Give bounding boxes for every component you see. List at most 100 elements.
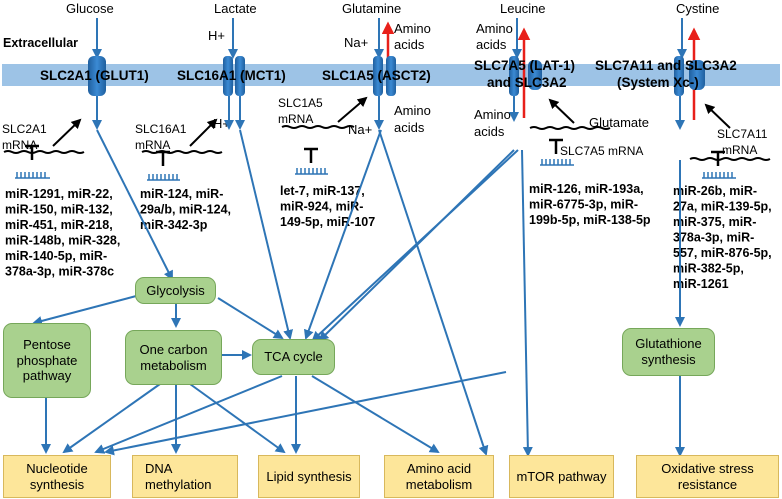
glutathione-label: Glutathione synthesis: [635, 336, 702, 367]
lat1-inhibition-symbol: [549, 138, 563, 154]
slc1a5-translation-arrow: [337, 96, 368, 123]
mtor-output: mTOR pathway: [509, 455, 614, 498]
xc-label-2: (System Xc-): [617, 75, 699, 90]
glut1-mirna-line: miR-1291, miR-22,: [5, 187, 113, 201]
amino-acid-output: Amino acid metabolism: [384, 455, 494, 498]
mtor-label: mTOR pathway: [516, 468, 607, 484]
xc-label-1: SLC7A11 and SLC3A2: [595, 58, 737, 73]
xc-mirna-line: miR-26b, miR-: [673, 184, 757, 198]
leucine-to-nucleotide-arrow: [104, 371, 507, 456]
glut1-transporter: [88, 56, 106, 96]
dna-output: DNA methylation: [132, 455, 238, 498]
lat1-mirna-line: miR-6775-3p, miR-: [529, 198, 638, 212]
mct1-transporter: [223, 56, 245, 96]
slc16a1-mrna-label-2: mRNA: [135, 138, 170, 152]
lipid-output: Lipid synthesis: [258, 455, 360, 498]
slc1a5-mrna-label-1: SLC1A5: [278, 96, 323, 110]
asct2-mirna-list: let-7, miR-137, miR-924, miR-149-5p, miR-…: [280, 184, 375, 229]
glucose-label: Glucose: [66, 1, 114, 16]
slc16a1-translation-arrow: [189, 118, 218, 147]
glut1-label: SLC2A1 (GLUT1): [40, 68, 149, 83]
mct1-label: SLC16A1 (MCT1): [177, 68, 286, 83]
asct2-mirna-line: miR-924, miR-: [280, 200, 363, 214]
lactate-label: Lactate: [214, 1, 257, 16]
slc7a5-translation-arrow: [548, 98, 575, 124]
leucine-label: Leucine: [500, 1, 546, 16]
slc2a1-mrna-label-2: mRNA: [2, 138, 37, 152]
h-plus-in-label: H+: [213, 116, 230, 131]
amino-acids-out-lat1-2: acids: [476, 37, 507, 52]
xc-mirna-comb: [702, 172, 736, 179]
glycolysis-label: Glycolysis: [146, 282, 205, 298]
one-carbon-label: One carbon metabolism: [139, 341, 208, 373]
amino-acids-out-asct2-2: acids: [394, 37, 425, 52]
slc2a1-mrna-strand: [3, 150, 85, 154]
asct2-mirna-comb: [295, 168, 328, 175]
extracellular-label: Extracellular: [3, 36, 78, 50]
glycolysis-node: Glycolysis: [135, 277, 216, 304]
h-plus-out-label: H+: [208, 28, 225, 43]
glut1-mirna-line: miR-140-5p, miR-: [5, 249, 107, 263]
na-plus-out-label: Na+: [344, 35, 368, 50]
slc16a1-mrna-strand: [141, 150, 223, 154]
mct1-mirna-comb: [147, 174, 180, 181]
ppp-label: Pentose phosphate pathway: [16, 337, 78, 384]
amino-acids-out-lat1-1: Amino: [476, 21, 513, 36]
xc-mirna-line: 378a-3p, miR-: [673, 231, 754, 245]
xc-inhibition-symbol: [711, 150, 725, 166]
tca-to-nucleotide-arrow: [94, 375, 283, 454]
slc2a1-translation-arrow: [52, 118, 82, 147]
slc7a5-mrna-label: SLC7A5 mRNA: [560, 144, 643, 158]
amino-acids-in-lat1-1: Amino: [474, 107, 511, 122]
lat1-mirna-list: miR-126, miR-193a, miR-6775-3p, miR-199b-…: [529, 182, 651, 227]
xc-mirna-line: miR-1261: [673, 277, 729, 291]
amino-acids-in-asct2-1: Amino: [394, 103, 431, 118]
glut1-mirna-list: miR-1291, miR-22,miR-150, miR-132,miR-45…: [5, 187, 120, 279]
slc2a1-mrna-label-1: SLC2A1: [2, 122, 47, 136]
glutamine-label: Glutamine: [342, 1, 401, 16]
oxidative-output: Oxidative stress resistance: [636, 455, 779, 498]
glut1-mirna-line: miR-451, miR-218,: [5, 218, 113, 232]
amino-acids-out-asct2-1: Amino: [394, 21, 431, 36]
dna-label: DNA methylation: [145, 460, 212, 492]
nucleotide-label: Nucleotide synthesis: [26, 460, 88, 492]
lat1-transporter: [509, 56, 542, 96]
xc-mirna-line: 557, miR-876-5p,: [673, 246, 772, 260]
amino-acid-label: Amino acid metabolism: [405, 460, 473, 492]
mct1-mirna-line: miR-342-3p: [140, 218, 208, 232]
glycolysis-to-tca-arrow: [217, 297, 284, 340]
mct1-mirna-line: miR-124, miR-: [140, 187, 223, 201]
asct2-transporter: [373, 56, 396, 96]
glut1-mirna-line: miR-148b, miR-328,: [5, 234, 120, 248]
glutamate-label: Glutamate: [589, 115, 649, 130]
slc1a5-mrna-strand: [281, 125, 355, 129]
leucine-to-mtor-arrow: [521, 149, 533, 457]
asct2-mirna-line: let-7, miR-137,: [280, 184, 365, 198]
slc7a11-translation-arrow: [704, 103, 731, 129]
slc7a5-mrna-strand: [529, 126, 611, 130]
tca-node: TCA cycle: [252, 339, 335, 375]
one-carbon-to-lipid-arrow: [189, 383, 286, 454]
cystine-label: Cystine: [676, 1, 719, 16]
lipid-label: Lipid synthesis: [266, 468, 352, 484]
asct2-mirna-line: 149-5p, miR-107: [280, 215, 375, 229]
glutamine-to-tca-arrow: [304, 129, 382, 340]
lat1-mirna-line: 199b-5p, miR-138-5p: [529, 213, 651, 227]
lat1-mirna-comb: [540, 159, 574, 166]
slc1a5-mrna-label-2: mRNA: [278, 112, 313, 126]
glutathione-node: Glutathione synthesis: [622, 328, 715, 376]
xc-transporter: [674, 56, 705, 96]
slc7a11-mrna-label-1: SLC7A11: [717, 127, 768, 141]
glucose-to-glycolysis-arrow: [96, 129, 173, 281]
lat1-mirna-line: miR-126, miR-193a,: [529, 182, 644, 196]
xc-mirna-list: miR-26b, miR-27a, miR-139-5p,miR-375, mi…: [673, 184, 772, 291]
leucine-to-tca-arrow-1: [311, 149, 519, 342]
xc-mirna-line: miR-375, miR-: [673, 215, 756, 229]
glut1-mirna-line: 378a-3p, miR-378c: [5, 265, 114, 279]
mct1-inhibition-symbol: [156, 150, 170, 166]
tca-to-amino-acid-arrow: [311, 375, 440, 454]
amino-acids-in-asct2-2: acids: [394, 120, 425, 135]
amino-acids-in-lat1-2: acids: [474, 124, 505, 139]
